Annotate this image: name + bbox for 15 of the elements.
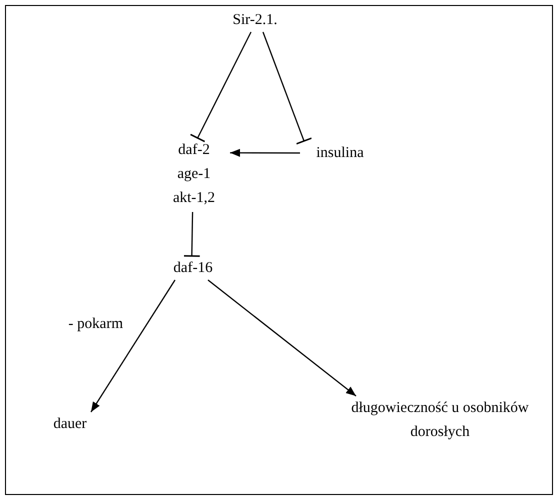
node-label: insulina	[316, 144, 364, 163]
arrow	[208, 280, 356, 396]
inhibition-line	[262, 32, 312, 145]
node-label: dauer	[53, 415, 87, 434]
inhibition-line	[183, 212, 201, 257]
node-label: długowieczność u osobników dorosłych	[350, 399, 530, 442]
node-label: Sir-2.1.	[232, 11, 278, 30]
node-label: daf-2	[178, 141, 210, 160]
node-label: akt-1,2	[172, 189, 216, 208]
arrow	[90, 280, 176, 412]
edge-label: - pokarm	[68, 316, 123, 333]
inhibition-line	[190, 32, 252, 142]
arrow	[230, 148, 300, 157]
node-label: age-1	[177, 165, 211, 184]
node-label: daf-16	[173, 259, 213, 278]
